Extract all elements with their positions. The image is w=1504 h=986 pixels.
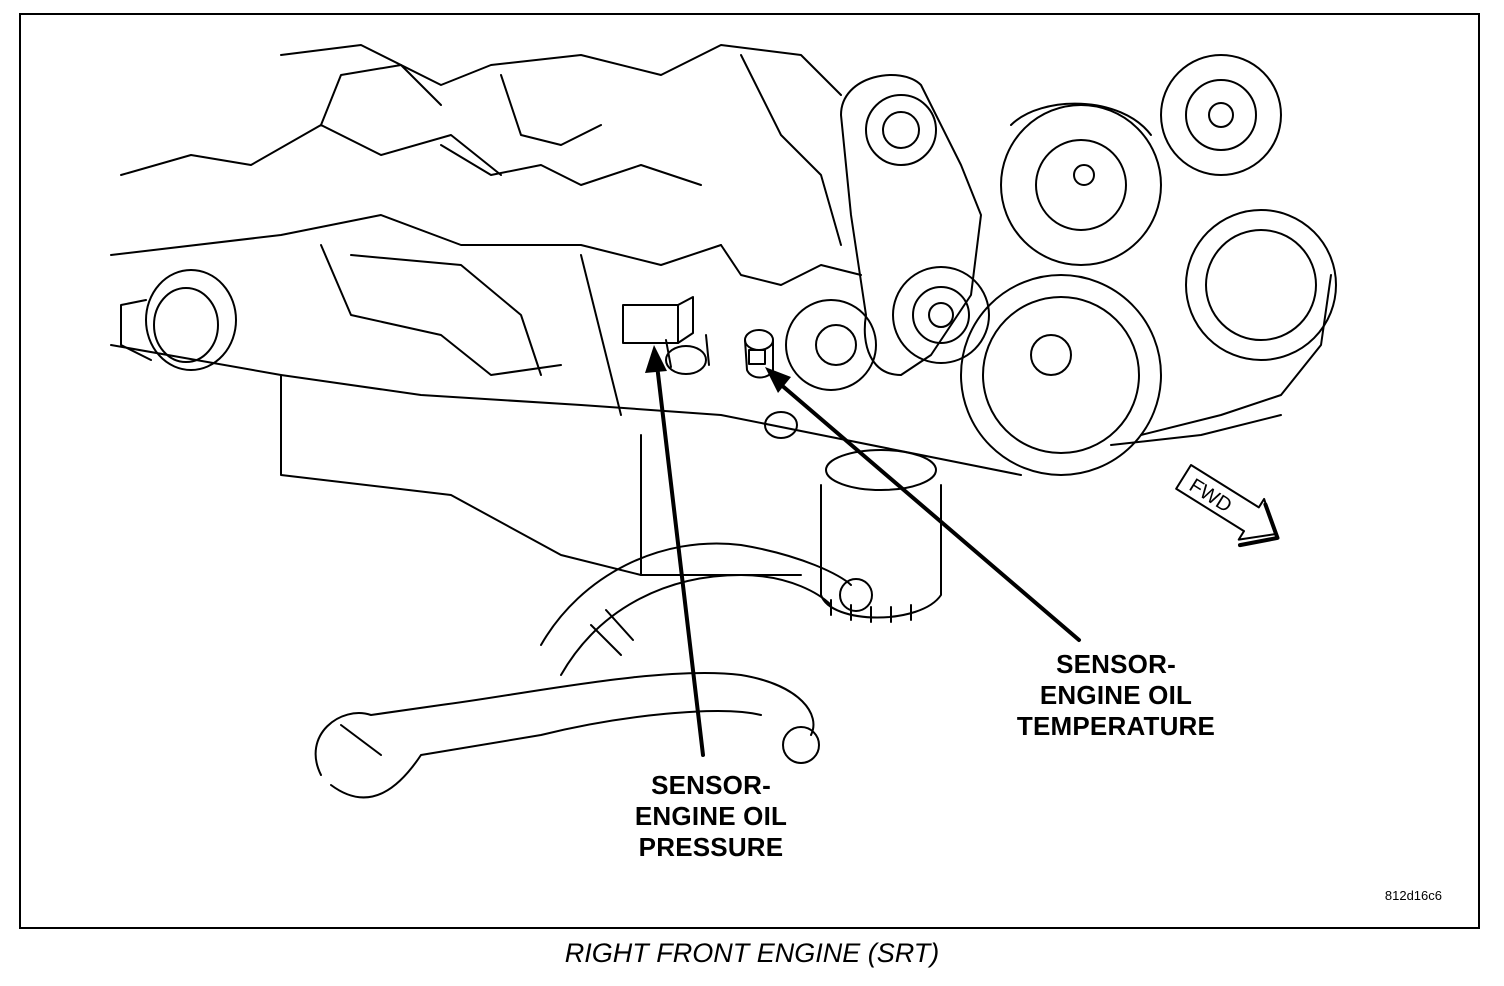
forward-arrow-icon: FWD [1175,464,1280,548]
figure-code: 812d16c6 [1384,888,1442,903]
left-cam-seal [120,269,237,371]
callout-oil-pressure-sensor: SENSOR- ENGINE OIL PRESSURE [634,770,788,862]
diagram-frame: FWD SENSOR- ENGINE OIL PRESSURE SENSOR- … [19,13,1480,929]
oil-filter [820,449,942,623]
engine-illustration: FWD [110,44,1337,799]
cooler-hoses [314,542,873,799]
engine-block [110,44,1022,576]
accessory-drive [785,54,1337,476]
oil-temperature-sensor [744,329,798,439]
callout-leaders [655,363,1081,757]
figure-caption: RIGHT FRONT ENGINE (SRT) [564,938,940,968]
oil-pressure-sensor [622,296,710,375]
leader-arrowheads [645,345,791,393]
callout-oil-temperature-sensor: SENSOR- ENGINE OIL TEMPERATURE [1016,649,1216,741]
